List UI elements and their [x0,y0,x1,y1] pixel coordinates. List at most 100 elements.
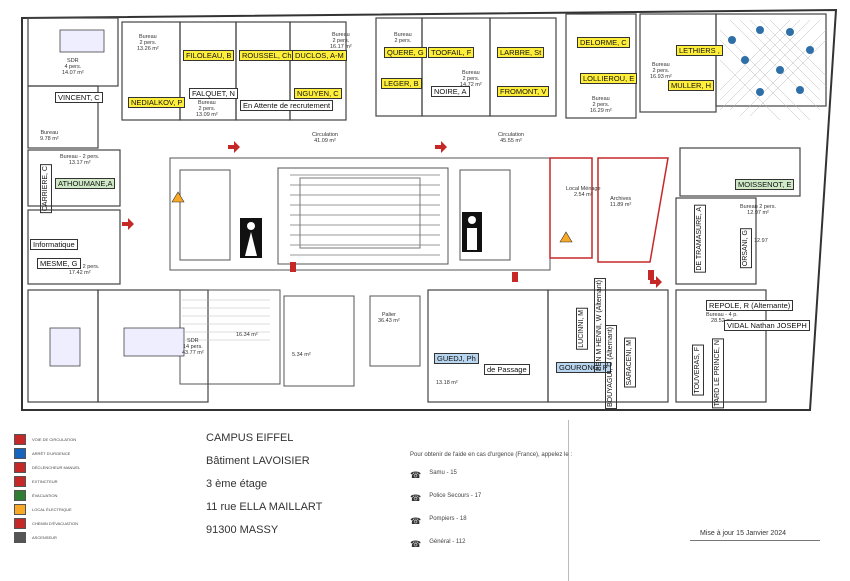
room-label: Bureau 9.78 m² [40,130,59,142]
floor-plan-drawing [21,8,838,411]
room-label: Archives 11.89 m² [610,196,632,208]
legend-label: Local électrique [32,506,72,512]
room-label: Palier 36.43 m² [378,312,400,324]
room-label: Bureau 2 pers. [394,32,412,44]
occupant-tag: LOLLIEROU, E [580,73,638,84]
legend-swatch-icon [14,433,26,445]
occupant-tag: NEDIALKOV, P [128,97,186,108]
evacuation-arrows [122,141,662,288]
legend-item: Local électrique [14,502,154,516]
legend-label: Voie de circulation [32,436,77,442]
legend-label: Évacuation [32,492,58,498]
extinguisher-icon [290,262,654,282]
emergency-heading: Pour obtenir de l'aide en cas d'urgence … [410,452,573,458]
phone-icon: ☎ [410,539,422,549]
occupant-tag: VINCENT, C [55,92,103,103]
terrace-hatch [719,19,827,121]
occupant-tag: LARBRE, St [497,47,545,58]
electric-warning-icon [171,191,573,243]
room-label: 5.34 m² [292,352,311,358]
room-label: 12.97 [754,238,768,244]
building-name: Bâtiment LAVOISIER [206,455,310,467]
occupant-tag: VIDAL Nathan JOSEPH [724,320,810,331]
occupant-tag: NGUYEN, C [294,88,342,99]
emergency-label: Police Secours - 17 [429,493,482,499]
divider [568,420,569,581]
occupant-tag: FROMONT, V [497,86,550,97]
legend-label: Extincteur [32,478,58,484]
room-label: SDR 14 pers. 43.77 m² [182,338,204,356]
room-label: Bureau 2 pers. 16.17 m² [330,32,352,50]
legend-item: Ascenseur [14,530,154,544]
room-label: Circulation 45.55 m² [498,132,524,144]
occupant-tag: SARACENI, M [624,338,636,388]
occupant-tag: ATHOUMANE,A [55,178,116,189]
occupant-tag: ORSANI, G [740,228,752,269]
room-label: Bureau 2 pers. 16.29 m² [590,96,612,114]
room-label: Bureau 2 pers. 13.09 m² [196,100,218,118]
room-label: 13.18 m² [436,380,458,386]
legend-label: Chemin d'évacuation [32,520,78,526]
legend-swatch-icon [14,531,26,543]
occupant-tag: LEGER, B [381,78,422,89]
emergency-label: Pompiers - 18 [429,516,467,522]
outer-walls [21,8,838,411]
phone-icon: ☎ [410,470,422,480]
update-note: Mise à jour 15 Janvier 2024 [700,530,786,537]
occupant-tag: QUERE, G [384,47,427,58]
legend-item: Déclencheur manuel [14,460,154,474]
room-label-sdr: SDR 4 pers. 14.07 m² [62,58,84,76]
occupant-tag: GOURONG, P [556,362,611,373]
occupant-tag: FALQUET, N [189,88,238,99]
floor-plan: SDR 4 pers. 14.07 m² Bureau 2 pers. 13.2… [21,8,838,411]
occupant-tag: TOUVERAS, F [692,345,704,396]
underline [690,540,820,541]
legend-label: Ascenseur [32,534,57,540]
desk-markers [728,26,814,96]
floor-hatch [182,299,270,341]
legend-item: Évacuation [14,488,154,502]
legend: Voie de circulationArrêt d'urgenceDéclen… [14,432,154,544]
street-address: 11 rue ELLA MAILLART [206,501,323,513]
occupant-tag: TARD LE PRINCE, N [712,338,724,409]
floor-name: 3 ème étage [206,478,268,490]
occupant-tag: LUCINNI, M [576,308,588,350]
campus-name: CAMPUS EIFFEL [206,432,294,444]
room-label: Local Ménage 2.54 m² [566,186,601,198]
legend-item: Chemin d'évacuation [14,516,154,530]
phone-icon: ☎ [410,516,422,526]
legend-label: Arrêt d'urgence [32,450,71,456]
tables [49,29,185,367]
legend-swatch-icon [14,489,26,501]
room-label: 16.34 m² [236,332,258,338]
legend-label: Déclencheur manuel [32,464,81,470]
legend-swatch-icon [14,447,26,459]
legend-swatch-icon [14,461,26,473]
top-offices [27,13,827,403]
occupant-tag: REPOLE, R (Alternante) [706,300,794,311]
room-label: Bureau - 2 pers. 13.17 m² [60,154,100,166]
occupant-tag: En Attente de recrutement [240,100,334,111]
occupant-tag: DUCLOS, A-M [292,50,347,61]
occupant-tag: MULLER, H [668,80,715,91]
occupant-tag: TOOFAIL, F [428,47,475,58]
room-label: Bureau 2 pers. 12.97 m² [740,204,777,216]
occupant-tag: DELORME, C [577,37,630,48]
occupant-tag: de Passage [484,364,530,375]
room-label: Circulation 41.09 m² [312,132,338,144]
room-label: Bureau 2 pers. 14.72 m² [460,70,482,88]
emergency-row: ☎Général - 112 [410,539,590,562]
occupant-tag: NOIRE, A [431,86,470,97]
occupant-tag: CARRIERE, C [40,164,52,214]
emergency-label: Samu - 15 [429,470,457,476]
emergency-numbers: Pour obtenir de l'aide en cas d'urgence … [410,452,590,562]
occupant-tag: FILOLEAU, B [183,50,235,61]
phone-icon: ☎ [410,493,422,503]
legend-swatch-icon [14,517,26,529]
emergency-row: ☎ Samu - 15 [410,470,590,493]
occupant-tag: DE TRAMASURE, A [694,205,706,273]
room-label: Bureau 2 pers. 13.26 m² [137,34,159,52]
occupant-tag: BOUYAGUI, C (Alternant) [605,325,617,410]
legend-swatch-icon [14,475,26,487]
occupant-tag: MOISSENOT, E [735,179,795,190]
